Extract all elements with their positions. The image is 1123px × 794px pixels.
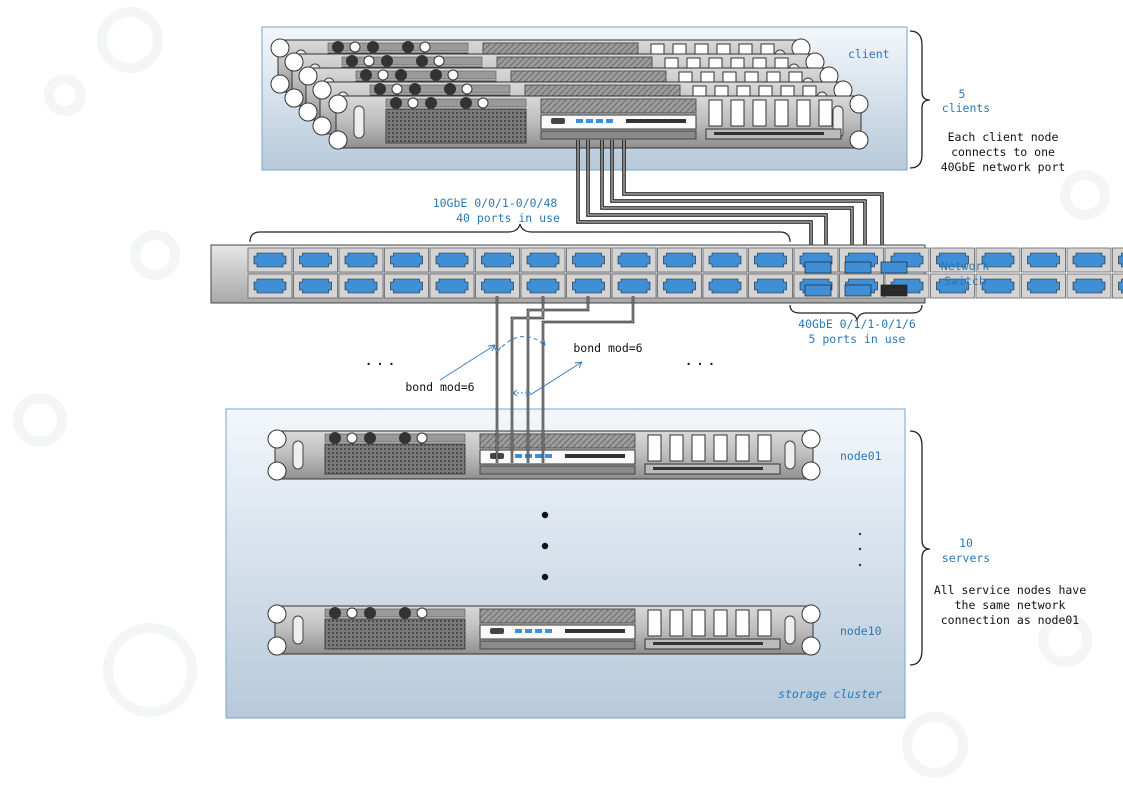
switch-10g-port (930, 273, 975, 299)
switch-10g-port (429, 273, 475, 299)
switch-label-line-2: Switch (944, 274, 986, 288)
client-server-5 (328, 94, 869, 150)
switch-10g-port (702, 273, 748, 299)
servers-count: 10 (959, 536, 973, 550)
switch-10g-port (611, 247, 657, 273)
switch-10g-port (748, 273, 793, 299)
bond-label-left: bond mod=6 (405, 380, 474, 394)
switch-10g-port (475, 247, 520, 273)
background-decoration (13, 7, 1110, 778)
switch-10g-port (1066, 273, 1112, 299)
switch-10g-port (657, 247, 702, 273)
switch-10g-in-use: 40 ports in use (456, 211, 560, 225)
switch-10g-port (247, 273, 293, 299)
servers-brace (909, 430, 931, 666)
switch-ports (247, 247, 1123, 299)
storage-cluster-group: node01 node10 storage cluster 10 servers… (225, 408, 1086, 719)
bond-annotations (439, 336, 583, 397)
network-switch: 10GbE 0/0/1-0/0/48 40 ports in use Netwo… (210, 196, 1123, 346)
vertical-ellipsis (541, 511, 549, 581)
switch-10g-port (1066, 247, 1112, 273)
switch-40g-port (844, 261, 872, 274)
switch-40g-port (880, 261, 908, 274)
node10-server (267, 604, 821, 656)
switch-10g-port (1021, 247, 1066, 273)
switch-10g-port (520, 273, 566, 299)
switch-10g-port (566, 273, 611, 299)
servers-note-line-2: the same network (955, 598, 1066, 612)
switch-10g-port (520, 247, 566, 273)
client-note-line-2: connects to one (951, 145, 1055, 159)
switch-10g-range: 10GbE 0/0/1-0/0/48 (433, 196, 558, 210)
switch-10g-port (975, 273, 1021, 299)
switch-10g-port (338, 247, 384, 273)
switch-10g-port (338, 273, 384, 299)
switch-label-line-1: Network (941, 259, 990, 273)
switch-10g-port (657, 273, 702, 299)
switch-10g-port (293, 273, 338, 299)
switch-10g-port (1112, 273, 1123, 299)
servers-note-line-1: All service nodes have (934, 583, 1086, 597)
switch-10g-port (1112, 247, 1123, 273)
switch-40g-port (844, 284, 872, 297)
switch-10g-port (702, 247, 748, 273)
switch-40g-range: 40GbE 0/1/1-0/1/6 (798, 317, 916, 331)
client-brace (909, 30, 931, 169)
storage-cluster-label: storage cluster (778, 687, 882, 701)
switch-10g-port (384, 247, 429, 273)
switch-10g-port (748, 247, 793, 273)
ellipsis-left: · · · (366, 354, 395, 375)
ellipsis-right: · · · (686, 354, 715, 375)
switch-40g-port (804, 261, 832, 274)
bond-label-right: bond mod=6 (573, 341, 642, 355)
servers-count-unit: servers (942, 551, 990, 565)
switch-10g-port (247, 247, 293, 273)
switch-10g-port (429, 247, 475, 273)
client-count-unit: clients (942, 101, 990, 115)
switch-10g-brace (249, 223, 791, 243)
switch-40g-brace (789, 304, 923, 323)
switch-40g-port (804, 284, 832, 297)
node01-label: node01 (840, 449, 882, 463)
switch-10g-port (566, 247, 611, 273)
client-servers (270, 38, 869, 150)
switch-10g-port (384, 273, 429, 299)
switch-10g-port (611, 273, 657, 299)
servers-note-line-3: connection as node01 (941, 613, 1080, 627)
client-note-line-3: 40GbE network port (941, 160, 1066, 174)
client-count: 5 (959, 87, 966, 101)
switch-10g-port (930, 247, 975, 273)
switch-10g-port (975, 247, 1021, 273)
switch-10g-port (1021, 273, 1066, 299)
switch-10g-port (293, 247, 338, 273)
switch-10g-port (475, 273, 520, 299)
node10-chassis (267, 604, 821, 656)
client-label: client (848, 47, 890, 61)
client-note-line-1: Each client node (948, 130, 1059, 144)
small-vertical-ellipsis (858, 532, 862, 567)
switch-40g-in-use: 5 ports in use (809, 332, 906, 346)
node10-label: node10 (840, 624, 882, 638)
client-group: client 5 clients Each client node connec… (261, 26, 1066, 174)
switch-40g-port (880, 284, 908, 297)
